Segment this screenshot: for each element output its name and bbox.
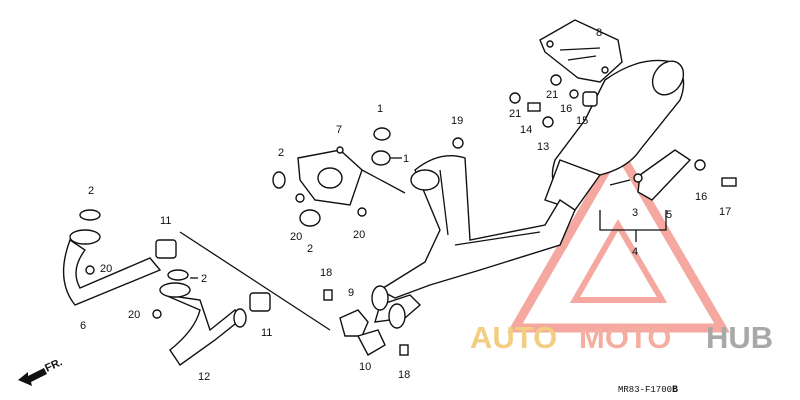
callout-20c: 20 xyxy=(100,263,112,275)
exhaust-pipe-12 xyxy=(159,282,247,366)
callout-10: 10 xyxy=(359,361,371,373)
drawing-code: MR83-F1700B xyxy=(618,385,678,396)
callout-12: 12 xyxy=(198,371,210,383)
callout-labels: 1 1 2 2 2 2 3 4 5 6 7 8 9 10 11 11 12 13… xyxy=(80,27,731,383)
gasket-2b xyxy=(299,209,321,227)
watermark-logo: AUTO MOTO HUB xyxy=(470,141,773,355)
callout-4: 4 xyxy=(632,246,638,258)
callout-21b: 21 xyxy=(509,108,521,120)
leader-lines xyxy=(179,157,667,331)
callout-7: 7 xyxy=(336,124,342,136)
exhaust-flange-7 xyxy=(297,146,363,206)
callout-11a: 11 xyxy=(160,215,171,227)
gasket-2a xyxy=(272,171,286,189)
clamp-10 xyxy=(356,329,386,356)
callout-1b: 1 xyxy=(403,153,409,165)
callout-14: 14 xyxy=(520,124,532,136)
callout-6: 6 xyxy=(80,320,86,332)
callout-18b: 18 xyxy=(398,369,410,381)
watermark-moto: MOTO xyxy=(579,320,671,355)
callout-11b: 11 xyxy=(261,327,272,339)
muffler-assembly xyxy=(539,19,692,211)
callout-9: 9 xyxy=(348,287,354,299)
callout-2b: 2 xyxy=(307,243,313,255)
callout-1a: 1 xyxy=(377,103,383,115)
watermark-auto: AUTO xyxy=(470,320,557,355)
exhaust-pipe-center xyxy=(371,155,576,329)
drawing-code-suffix: B xyxy=(672,385,678,396)
collar-11a xyxy=(155,239,177,259)
callout-16a: 16 xyxy=(560,103,572,115)
exhaust-pipe-front-left xyxy=(62,229,162,306)
gasket-1b xyxy=(371,150,391,166)
callout-16b: 16 xyxy=(695,191,707,203)
callout-15: 15 xyxy=(576,115,588,127)
callout-3: 3 xyxy=(632,207,638,219)
front-direction-arrow: FR. xyxy=(18,356,64,386)
callout-2d: 2 xyxy=(201,273,207,285)
gasket-2d xyxy=(167,269,189,281)
callout-20a: 20 xyxy=(290,231,302,243)
callout-5: 5 xyxy=(666,209,672,221)
fastener-bolts xyxy=(85,74,737,356)
gasket-1a xyxy=(373,127,391,141)
gasket-2c xyxy=(79,209,101,221)
callout-20b: 20 xyxy=(353,229,365,241)
muffler-bracket xyxy=(539,19,623,83)
callout-2c: 2 xyxy=(88,185,94,197)
callout-2a: 2 xyxy=(278,147,284,159)
collar-11b xyxy=(249,292,271,312)
watermark-hub: HUB xyxy=(706,320,773,355)
callout-17: 17 xyxy=(719,206,731,218)
callout-19: 19 xyxy=(451,115,463,127)
watermark-triangle xyxy=(507,141,730,333)
callout-13: 13 xyxy=(537,141,549,153)
front-arrow-label: FR. xyxy=(43,356,64,374)
callout-20d: 20 xyxy=(128,309,140,321)
callout-21a: 21 xyxy=(546,89,558,101)
clamp-9 xyxy=(339,309,369,337)
muffler-heat-shield xyxy=(637,149,692,201)
callout-8: 8 xyxy=(596,27,602,39)
callout-18a: 18 xyxy=(320,267,332,279)
